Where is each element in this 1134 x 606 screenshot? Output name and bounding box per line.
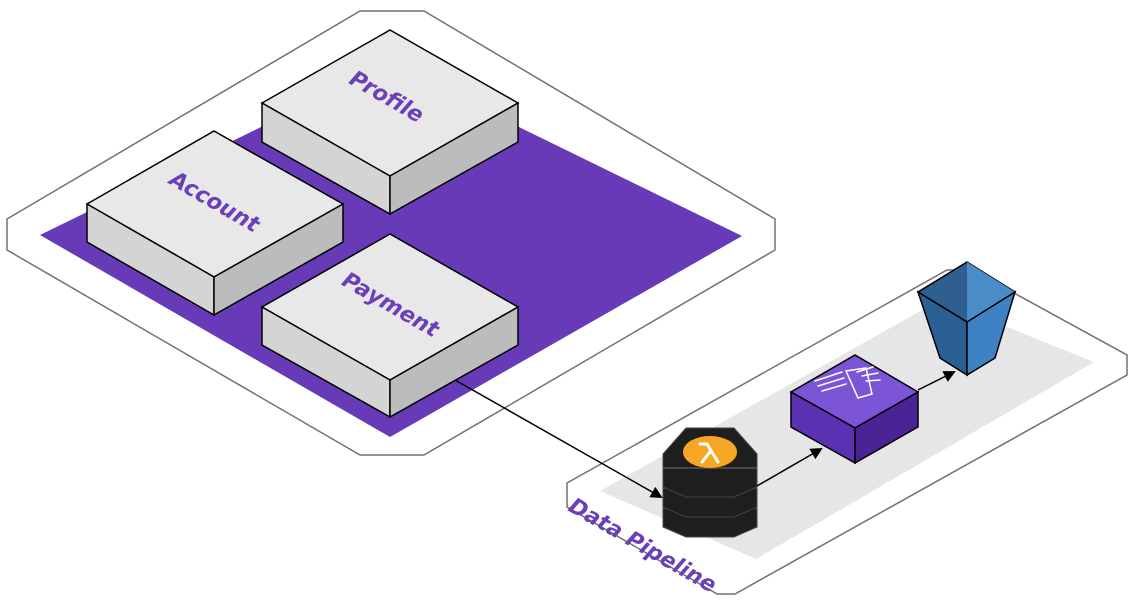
profile-block[interactable]: Profile [260,29,520,216]
services-group: Profile Account Payment [6,10,776,456]
s3-bucket-icon[interactable] [916,261,1017,377]
account-block[interactable]: Account [85,130,345,317]
lambda-symbol [698,442,720,464]
pipeline-group: Data Pipeline [454,261,1128,598]
lambda-function-icon[interactable] [662,427,758,538]
firehose-glyph [814,366,881,399]
arrow-lambda-to-firehose [756,447,823,487]
arrow-payment-to-lambda [454,379,663,498]
kinesis-firehose-icon[interactable] [789,354,920,465]
arrow-firehose-to-bucket [917,371,956,391]
payment-block[interactable]: Payment [260,233,520,419]
